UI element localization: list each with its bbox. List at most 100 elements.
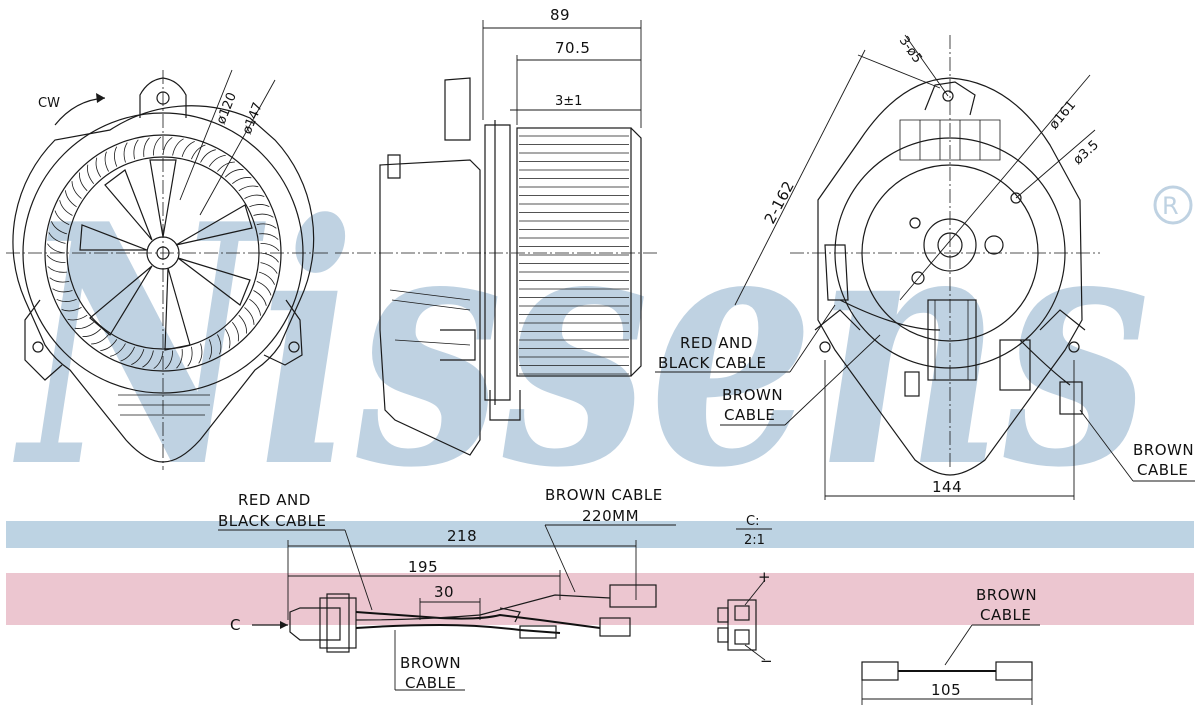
harness-brown-bottom-line1: BROWN xyxy=(400,654,461,672)
fan-blade xyxy=(152,136,162,156)
rear-brown-2-line2: CABLE xyxy=(1137,461,1188,479)
fan-blade xyxy=(133,139,139,160)
fan-blade xyxy=(244,194,265,199)
gap-label: 3±1 xyxy=(555,94,582,109)
fan-blade xyxy=(256,223,277,229)
fan-blade xyxy=(258,271,275,285)
fan-length-label: 70.5 xyxy=(555,39,590,57)
jumper-cable: BROWN CABLE 105 xyxy=(861,586,1040,705)
fan-blade xyxy=(61,307,82,312)
jumper-label-line2: CABLE xyxy=(980,606,1031,624)
fan-blade xyxy=(120,346,135,362)
fan-blade xyxy=(131,348,145,365)
fan-blade xyxy=(217,161,235,172)
fan-blade xyxy=(87,164,95,184)
fan-blade xyxy=(260,262,278,274)
fan-blade xyxy=(172,138,184,156)
fan-blade xyxy=(259,233,279,240)
fan-blade xyxy=(249,204,270,208)
fan-blade xyxy=(95,157,102,178)
rear-red-black-line1: RED AND xyxy=(680,334,753,352)
fan-blade xyxy=(181,141,195,158)
section-marker: C xyxy=(230,616,241,634)
fan-blade xyxy=(51,221,68,235)
rear-red-black-line2: BLACK CABLE xyxy=(658,354,766,372)
fan-blade xyxy=(91,334,109,345)
fan-blade xyxy=(198,343,203,364)
blue-band xyxy=(6,521,1194,548)
fan-blade xyxy=(100,339,118,351)
holes-label: 3-ø5 xyxy=(896,34,925,67)
fan-blade xyxy=(256,281,272,296)
fan-blade xyxy=(238,185,259,192)
fan-blade xyxy=(253,213,274,218)
fan-blade xyxy=(176,349,183,369)
harness-brown-top-line1: BROWN CABLE xyxy=(545,486,663,504)
side-view: 89 70.5 3±1 xyxy=(335,6,660,456)
fan-blade xyxy=(56,298,77,302)
fan-blade xyxy=(162,137,173,156)
fan-blade xyxy=(104,151,109,172)
fan-blade xyxy=(244,307,255,325)
fan-blade xyxy=(142,350,154,368)
jumper-label-line1: BROWN xyxy=(976,586,1037,604)
fan-blade xyxy=(191,144,206,160)
fan-blade xyxy=(79,172,88,192)
fan-blade xyxy=(253,290,267,306)
harness-red-black-line1: RED AND xyxy=(238,491,311,509)
fan-blade xyxy=(249,298,261,316)
fan-blade xyxy=(260,242,280,252)
pink-band xyxy=(6,573,1194,625)
minus-terminal: − xyxy=(760,652,773,670)
fan-blade xyxy=(67,314,88,321)
harness-brown-bottom-line2: CABLE xyxy=(405,674,456,692)
fan-blade xyxy=(49,277,70,283)
fan-blade xyxy=(143,137,150,157)
rear-brown-1-line1: BROWN xyxy=(722,386,783,404)
fan-blade xyxy=(232,177,252,185)
len-short-label: 30 xyxy=(434,583,454,601)
rotation-label: CW xyxy=(38,96,60,111)
bolt-circle-label: ø161 xyxy=(1047,98,1080,133)
fan-blade xyxy=(123,142,128,163)
fan-blade xyxy=(164,350,174,370)
jumper-length-label: 105 xyxy=(931,681,961,699)
fan-blade xyxy=(153,350,164,369)
fan-blade xyxy=(260,252,279,263)
fan-blade xyxy=(238,314,247,334)
fan-blade xyxy=(187,346,193,367)
fan-blade xyxy=(217,334,222,355)
wiring-harness: RED AND BLACK CABLE BROWN CABLE 220MM 21… xyxy=(218,486,676,692)
detail-c: C: 2:1 + − xyxy=(717,514,773,670)
fan-blade xyxy=(114,146,118,167)
fan-blade xyxy=(65,190,77,208)
fan-blade xyxy=(74,321,94,329)
harness-red-black-line2: BLACK CABLE xyxy=(218,512,326,530)
fan-blade xyxy=(224,328,231,349)
fan-blade xyxy=(54,210,70,225)
detail-c-scale: 2:1 xyxy=(744,533,765,548)
fan-blade xyxy=(47,243,66,254)
fan-blade xyxy=(71,181,82,199)
dia-housing-label: ø147 xyxy=(240,100,266,136)
fan-blade xyxy=(47,266,67,273)
trademark-circle xyxy=(1153,185,1193,225)
fan-blade xyxy=(52,288,73,293)
len-total-label: 218 xyxy=(447,527,477,545)
rear-brown-2-line1: BROWN xyxy=(1133,441,1194,459)
fan-blade xyxy=(208,155,226,167)
fan-blade xyxy=(200,149,216,163)
trademark-symbol: R xyxy=(1162,192,1179,220)
harness-brown-top-line2: 220MM xyxy=(582,507,639,525)
detail-c-label: C: xyxy=(746,514,759,529)
fan-blade xyxy=(46,254,66,264)
rear-brown-1-line2: CABLE xyxy=(724,406,775,424)
fan-blade xyxy=(231,322,239,342)
fan-blade xyxy=(82,328,102,337)
fan-blade xyxy=(59,200,73,216)
fan-blade xyxy=(48,232,66,244)
fan-blade xyxy=(110,343,126,357)
len-mid-label: 195 xyxy=(408,558,438,576)
